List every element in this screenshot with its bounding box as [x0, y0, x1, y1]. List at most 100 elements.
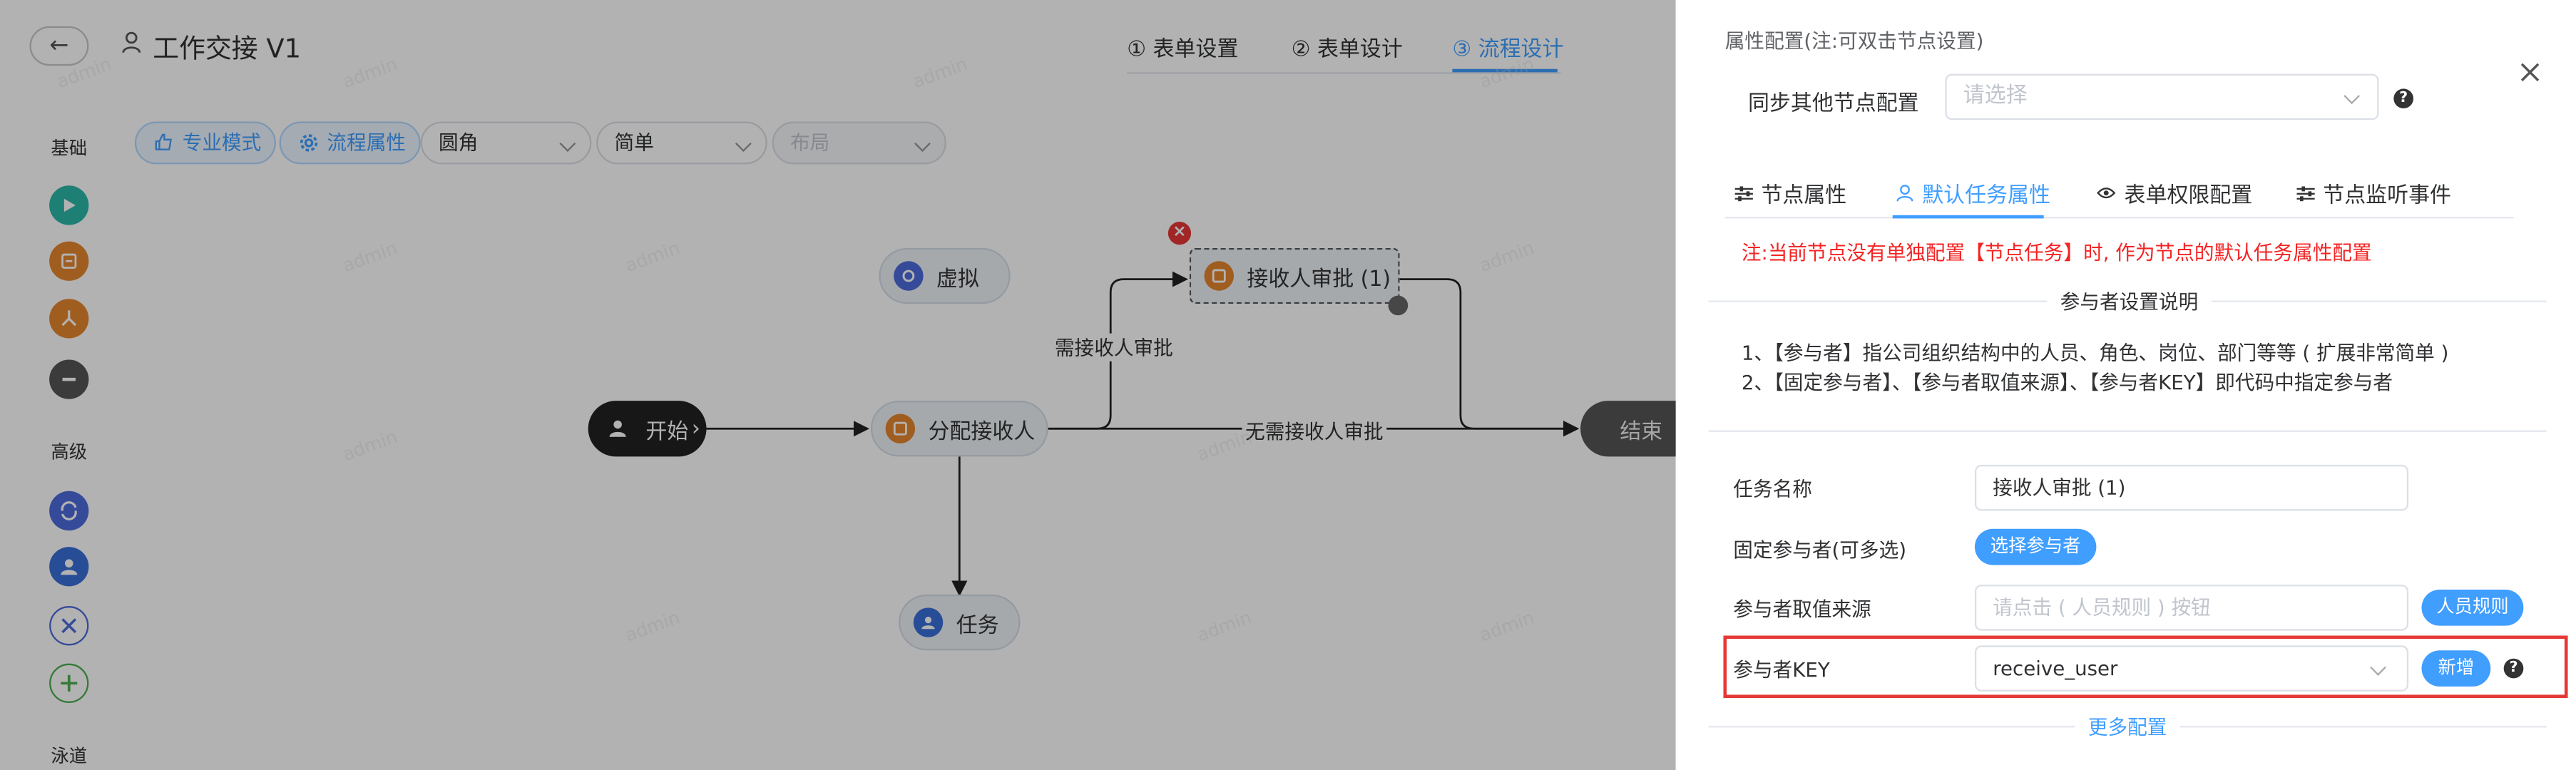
palette-section-lane: 泳道 — [51, 745, 88, 767]
task-node[interactable]: 任务 — [899, 594, 1021, 651]
page-title: 工作交接 V1 — [153, 33, 302, 64]
sync-node-icon — [894, 261, 924, 291]
user-task-icon[interactable] — [49, 547, 89, 587]
tab-label: 表单权限配置 — [2124, 184, 2253, 209]
layout-placeholder: 布局 — [790, 131, 830, 155]
approve-node-label: 接收人审批 (1) — [1247, 267, 1391, 292]
user-icon — [122, 31, 141, 53]
default-task-note: 注:当前节点没有单独配置【节点任务】时, 作为节点的默认任务属性配置 — [1741, 241, 2372, 265]
active-tab-indicator — [1892, 215, 2044, 219]
chevron-down-icon — [2370, 659, 2386, 676]
help-icon[interactable]: ? — [2503, 658, 2524, 679]
task-name-input[interactable]: 接收人审批 (1) — [1974, 464, 2409, 511]
user-icon — [1896, 185, 1913, 202]
sync-select[interactable]: 请选择 — [1945, 73, 2379, 120]
tabs-divider — [1724, 217, 2514, 219]
task-name-label: 任务名称 — [1733, 478, 1812, 501]
form-divider — [1708, 430, 2547, 432]
section-title: 参与者设置说明 — [2047, 287, 2212, 316]
sliders-icon — [1734, 185, 1753, 201]
user-icon — [603, 414, 632, 443]
chevron-down-icon — [2344, 88, 2361, 105]
highlight-box — [1723, 635, 2568, 699]
start-node-label: 开始 — [645, 419, 689, 445]
approval-node-icon — [1204, 261, 1235, 291]
step-form-settings[interactable]: ① 表单设置 — [1127, 37, 1239, 63]
chevron-down-icon — [735, 135, 752, 152]
exclusive-gateway-icon[interactable] — [49, 606, 89, 646]
gear-icon — [300, 134, 318, 152]
tab-form-permissions[interactable]: 表单权限配置 — [2096, 178, 2252, 209]
end-node-label: 结束 — [1620, 419, 1663, 445]
back-button[interactable]: ← — [29, 26, 89, 66]
virtual-node-label: 虚拟 — [936, 267, 979, 292]
user-task-icon — [913, 607, 944, 637]
description-line-1: 1、【参与者】指公司组织结构中的人员、角色、岗位、部门等等 ( 扩展非常简单 ) — [1741, 342, 2449, 365]
edge-style-value: 圆角 — [439, 131, 479, 155]
pro-mode-button[interactable]: 专业模式 — [134, 121, 277, 165]
flow-properties-label: 流程属性 — [327, 131, 407, 155]
participant-key-select[interactable]: receive_user — [1974, 645, 2409, 692]
person-rules-button[interactable]: 人员规则 — [2421, 589, 2524, 626]
participant-key-label: 参与者KEY — [1733, 658, 1830, 682]
branch-node-icon[interactable] — [49, 299, 89, 339]
start-node[interactable]: 开始 › — [588, 401, 707, 457]
tab-label: 默认任务属性 — [1922, 184, 2050, 209]
steps-divider — [1127, 72, 1561, 74]
sync-label: 同步其他节点配置 — [1748, 92, 1919, 117]
tab-node-properties[interactable]: 节点属性 — [1734, 178, 1847, 209]
end-node-icon[interactable] — [49, 359, 89, 399]
sliders-icon — [2296, 185, 2315, 201]
task-node-label: 任务 — [956, 613, 999, 638]
participant-key-value: receive_user — [1993, 657, 2118, 680]
mode-select[interactable]: 简单 — [596, 121, 767, 165]
edge-label-no-approve: 无需接收人审批 — [1242, 417, 1387, 446]
virtual-node[interactable]: 虚拟 — [879, 247, 1011, 304]
tab-default-task-properties[interactable]: 默认任务属性 — [1896, 178, 2050, 209]
chevron-right-icon: › — [691, 416, 700, 441]
assign-node[interactable]: 分配接收人 — [870, 401, 1048, 457]
fixed-participants-label: 固定参与者(可多选) — [1733, 538, 1907, 562]
help-icon[interactable]: ? — [2393, 88, 2413, 109]
thumb-icon — [155, 133, 172, 150]
more-settings-link[interactable]: 更多配置 — [2075, 712, 2180, 741]
participant-source-label: 参与者取值来源 — [1733, 597, 1871, 621]
edge-approve-end[interactable] — [1399, 278, 1580, 437]
participant-source-input[interactable]: 请点击 ( 人员规则 ) 按钮 — [1974, 585, 2409, 631]
canvas-toolbar: 专业模式 流程属性 圆角 简单 布局 — [108, 108, 1676, 178]
pro-mode-label: 专业模式 — [182, 131, 262, 155]
step-form-design[interactable]: ② 表单设计 — [1291, 37, 1403, 63]
layout-select[interactable]: 布局 — [772, 121, 946, 165]
parallel-gateway-icon[interactable] — [49, 663, 89, 703]
select-participants-button[interactable]: 选择参与者 — [1974, 528, 2097, 565]
play-icon[interactable] — [49, 185, 89, 225]
assign-node-label: 分配接收人 — [928, 419, 1036, 445]
step-flow-design[interactable]: ③ 流程设计 — [1452, 37, 1564, 63]
tab-label: 节点属性 — [1761, 184, 1847, 209]
add-key-button[interactable]: 新增 — [2421, 650, 2491, 687]
flow-properties-button[interactable]: 流程属性 — [279, 121, 421, 165]
delete-node-icon[interactable]: × — [1167, 221, 1192, 245]
sync-node-icon[interactable] — [49, 491, 89, 531]
node-palette: 基础 高级 泳道 — [29, 115, 111, 770]
property-drawer: 属性配置(注:可双击节点设置) 同步其他节点配置 请选择 ? 节点属性 默认任务… — [1675, 0, 2576, 770]
drawer-title: 属性配置(注:可双击节点设置) — [1724, 29, 1984, 53]
approve-node[interactable]: 接收人审批 (1) — [1189, 247, 1400, 304]
description-line-2: 2、【固定参与者】、【参与者取值来源】、【参与者KEY】即代码中指定参与者 — [1741, 371, 2393, 394]
chevron-down-icon — [559, 135, 576, 152]
eye-icon — [2097, 188, 2116, 199]
tab-label: 节点监听事件 — [2323, 184, 2452, 209]
close-icon[interactable] — [2517, 59, 2543, 86]
connect-handle[interactable] — [1388, 295, 1409, 316]
flow-canvas[interactable]: 需接收人审批 无需接收人审批 开始 › 分配接收人 虚拟 接收人审批 (1) ×… — [108, 177, 1702, 770]
mode-value: 简单 — [614, 131, 654, 155]
edge-label-need-approve: 需接收人审批 — [1051, 333, 1177, 361]
tab-node-listeners[interactable]: 节点监听事件 — [2296, 178, 2451, 209]
palette-section-advanced: 高级 — [51, 441, 88, 463]
active-step-indicator — [1452, 68, 1558, 73]
arrow-left-icon: ← — [49, 33, 69, 59]
chevron-down-icon — [914, 135, 931, 152]
approval-node-icon[interactable] — [49, 241, 89, 281]
edge-style-select[interactable]: 圆角 — [420, 121, 592, 165]
